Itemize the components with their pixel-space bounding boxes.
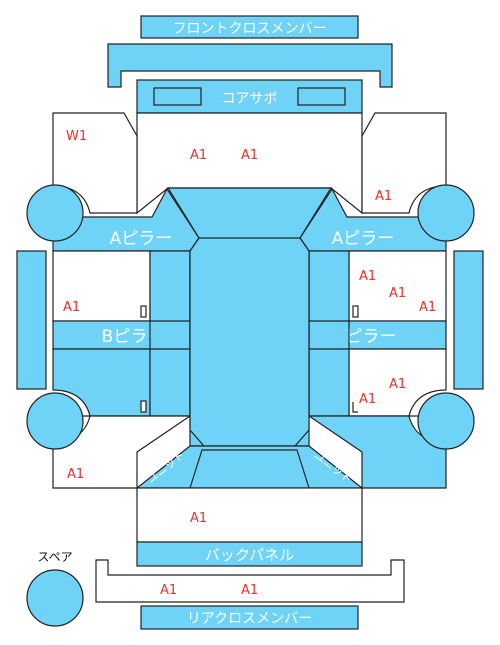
spare-tire[interactable]	[26, 569, 84, 627]
front-cross-member-label: フロントクロスメンバー	[173, 21, 327, 37]
wheel-rear-left[interactable]	[26, 392, 84, 450]
damage-code-rear-left-quarter: A1	[67, 467, 84, 482]
damage-code-rear-bumper-2: A1	[241, 583, 258, 598]
damage-code-front-right-door-2: A1	[389, 286, 406, 301]
damage-code-front-right-door-3: A1	[419, 300, 436, 315]
damage-code-front-right-fender: A1	[375, 189, 392, 204]
roof-rail-left[interactable]	[149, 250, 191, 417]
roof-rail-right[interactable]	[308, 250, 350, 417]
damage-code-front-right-door-1: A1	[359, 269, 376, 284]
roof-inner	[189, 237, 310, 447]
rear-unit-center	[189, 449, 310, 489]
trunk-lid[interactable]	[136, 487, 363, 543]
wheel-front-left[interactable]	[26, 184, 84, 242]
back-panel-label: バックパネル	[205, 546, 294, 564]
front-cross-member-panel[interactable]	[140, 15, 359, 39]
core-support-label: コアサポ	[222, 91, 278, 107]
damage-code-rear-bumper-1: A1	[160, 583, 177, 598]
core-support-right-slot	[297, 87, 346, 106]
door-latch-front-left	[140, 305, 147, 318]
b-pillar-left-label: Bピラー	[102, 327, 165, 347]
right-rocker-panel[interactable]	[453, 250, 484, 390]
rear-cross-member-panel[interactable]	[140, 605, 359, 630]
a-pillar-right-label: Aピラー	[332, 229, 395, 249]
left-rocker-panel[interactable]	[16, 250, 47, 390]
back-panel[interactable]	[136, 541, 363, 567]
wheel-front-right[interactable]	[417, 184, 475, 242]
front-bumper-outline[interactable]	[107, 43, 393, 88]
damage-code-front-left-door: A1	[63, 300, 80, 315]
door-latch-rear-left	[140, 400, 147, 413]
damage-code-rear-right-door-1: A1	[389, 377, 406, 392]
door-latch-rear-right	[352, 402, 358, 413]
damage-code-rear-right-door-2: A1	[359, 392, 376, 407]
damage-code-hood-1: A1	[190, 148, 207, 163]
wheel-rear-right[interactable]	[417, 392, 475, 450]
damage-code-front-left-fender: W1	[66, 129, 87, 144]
damage-code-trunk: A1	[190, 511, 207, 526]
damage-code-hood-2: A1	[241, 148, 258, 163]
rear-cross-member-label: リアクロスメンバー	[187, 611, 312, 627]
spare-tire-label: スペア	[37, 550, 72, 564]
rear-bumper-outline[interactable]	[95, 559, 405, 603]
core-support-left-slot	[153, 87, 202, 106]
a-pillar-left-label: Aピラー	[110, 229, 173, 249]
door-latch-front-right	[352, 305, 359, 318]
